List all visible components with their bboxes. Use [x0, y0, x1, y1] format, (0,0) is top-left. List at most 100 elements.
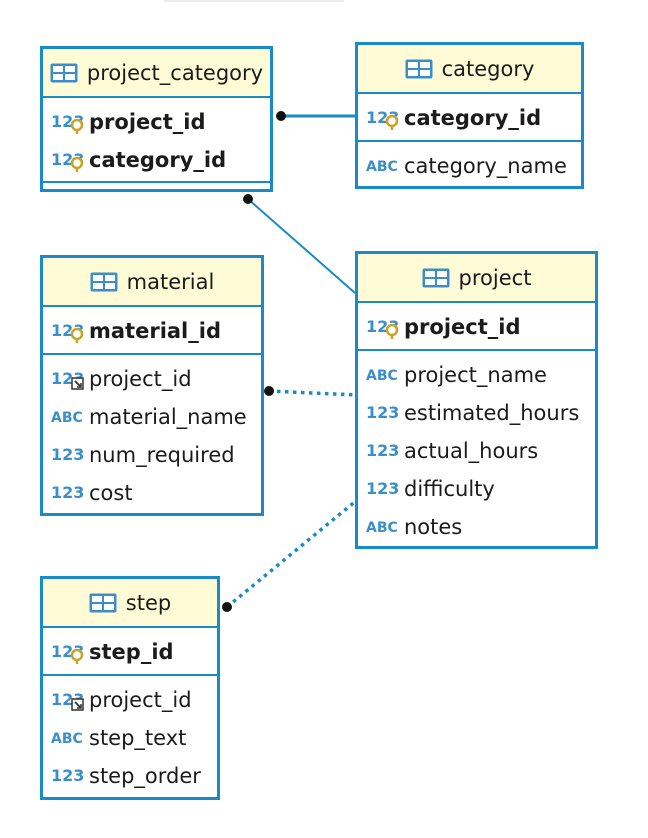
column-row[interactable]: 123 cost — [43, 474, 261, 512]
text-type-icon: ABC — [51, 731, 83, 747]
relationship-step-to-project — [225, 498, 359, 609]
table-header[interactable]: project_category — [43, 49, 270, 98]
column-row[interactable]: 123 difficulty — [358, 470, 595, 508]
column-row[interactable]: ABC project_name — [358, 356, 595, 394]
table-icon — [89, 593, 117, 612]
text-type-icon: ABC — [51, 410, 83, 426]
relationship-end-dot — [276, 111, 286, 121]
key-number-icon: 123 — [366, 317, 399, 339]
column-row[interactable]: 123 material_id — [43, 312, 261, 350]
key-number-icon: 123 — [51, 112, 84, 134]
pk-section: 123 material_id — [43, 307, 261, 355]
table-title: material — [126, 269, 215, 294]
column-name: cost — [89, 481, 133, 505]
columns-section: ABC project_name 123 estimated_hours 123… — [358, 351, 595, 546]
column-name: project_name — [404, 363, 547, 387]
column-row[interactable]: 123 project_id — [43, 360, 261, 398]
table-category[interactable]: category 123 category_id ABC category_na… — [355, 42, 584, 189]
number-type-icon: 123 — [366, 441, 399, 460]
pk-section: 123 project_id 123 category_id — [43, 98, 270, 183]
key-number-icon: 123 — [51, 321, 84, 343]
column-name: num_required — [89, 443, 235, 467]
table-icon — [405, 59, 433, 78]
column-name: notes — [404, 515, 463, 539]
column-row[interactable]: ABC category_name — [358, 147, 581, 185]
table-title: category — [441, 56, 535, 81]
column-name: project_id — [89, 688, 192, 712]
column-row[interactable]: 123 step_order — [43, 757, 217, 795]
table-title: project — [458, 265, 532, 290]
svg-text:ABC: ABC — [366, 368, 398, 384]
svg-text:123: 123 — [51, 445, 84, 464]
column-name: material_id — [89, 319, 221, 343]
number-type-icon: 123 — [366, 403, 399, 422]
table-title: step — [125, 590, 172, 615]
column-row[interactable]: 123 project_id — [43, 103, 270, 141]
table-header[interactable]: step — [43, 579, 217, 628]
column-name: category_id — [404, 106, 542, 130]
table-material[interactable]: material 123 material_id 123 project_id … — [40, 255, 264, 516]
column-name: estimated_hours — [404, 401, 580, 425]
table-step[interactable]: step 123 step_id 123 project_id ABC — [40, 576, 220, 800]
column-row[interactable]: 123 project_id — [43, 681, 217, 719]
column-name: category_id — [89, 148, 227, 172]
column-name: project_id — [404, 315, 521, 339]
column-row[interactable]: 123 step_id — [43, 633, 217, 671]
relationship-end-dot — [222, 602, 232, 612]
svg-text:ABC: ABC — [366, 520, 398, 536]
relationship-end-dot — [264, 386, 274, 396]
svg-text:123: 123 — [366, 403, 399, 422]
svg-text:ABC: ABC — [366, 159, 398, 175]
top-edge-strip — [164, 0, 344, 2]
column-name: material_name — [89, 405, 247, 429]
table-project[interactable]: project 123 project_id ABC project_name … — [355, 251, 598, 549]
number-type-icon: 123 — [366, 479, 399, 498]
relationship-end-dot — [243, 194, 253, 204]
number-type-icon: 123 — [51, 483, 84, 502]
table-header[interactable]: project — [358, 254, 595, 303]
table-header[interactable]: category — [358, 45, 581, 94]
column-row[interactable]: 123 category_id — [358, 99, 581, 137]
column-name: category_name — [404, 154, 567, 178]
svg-text:123: 123 — [51, 483, 84, 502]
column-name: difficulty — [404, 477, 495, 501]
pk-section: 123 step_id — [43, 628, 217, 676]
column-row[interactable]: 123 project_id — [358, 308, 595, 346]
relationship-material-to-project — [268, 389, 358, 397]
column-name: step_order — [89, 764, 201, 788]
foreign-key-icon: 123 — [51, 369, 84, 390]
column-name: project_id — [89, 367, 192, 391]
number-type-icon: 123 — [51, 445, 84, 464]
relationship-project-category-to-project — [247, 198, 356, 294]
column-row[interactable]: ABC step_text — [43, 719, 217, 757]
column-row[interactable]: 123 num_required — [43, 436, 261, 474]
column-row[interactable]: 123 estimated_hours — [358, 394, 595, 432]
table-icon — [90, 272, 118, 291]
table-title: project_category — [86, 60, 264, 85]
column-name: step_text — [89, 726, 187, 750]
svg-text:123: 123 — [51, 766, 84, 785]
svg-text:ABC: ABC — [51, 731, 83, 747]
column-row[interactable]: ABC material_name — [43, 398, 261, 436]
pk-section: 123 category_id — [358, 94, 581, 142]
column-name: step_id — [89, 640, 174, 664]
columns-section: ABC category_name — [358, 142, 581, 185]
column-row[interactable]: ABC notes — [358, 508, 595, 546]
column-row[interactable]: 123 actual_hours — [358, 432, 595, 470]
text-type-icon: ABC — [366, 520, 398, 536]
svg-text:123: 123 — [366, 441, 399, 460]
pk-section: 123 project_id — [358, 303, 595, 351]
text-type-icon: ABC — [366, 368, 398, 384]
table-project-category[interactable]: project_category 123 project_id 123 cate… — [40, 46, 273, 192]
column-name: actual_hours — [404, 439, 539, 463]
table-header[interactable]: material — [43, 258, 261, 307]
number-type-icon: 123 — [51, 766, 84, 785]
foreign-key-icon: 123 — [51, 690, 84, 711]
key-number-icon: 123 — [51, 150, 84, 172]
svg-text:ABC: ABC — [51, 410, 83, 426]
text-type-icon: ABC — [366, 159, 398, 175]
column-row[interactable]: 123 category_id — [43, 141, 270, 179]
key-number-icon: 123 — [51, 642, 84, 664]
column-name: project_id — [89, 110, 206, 134]
